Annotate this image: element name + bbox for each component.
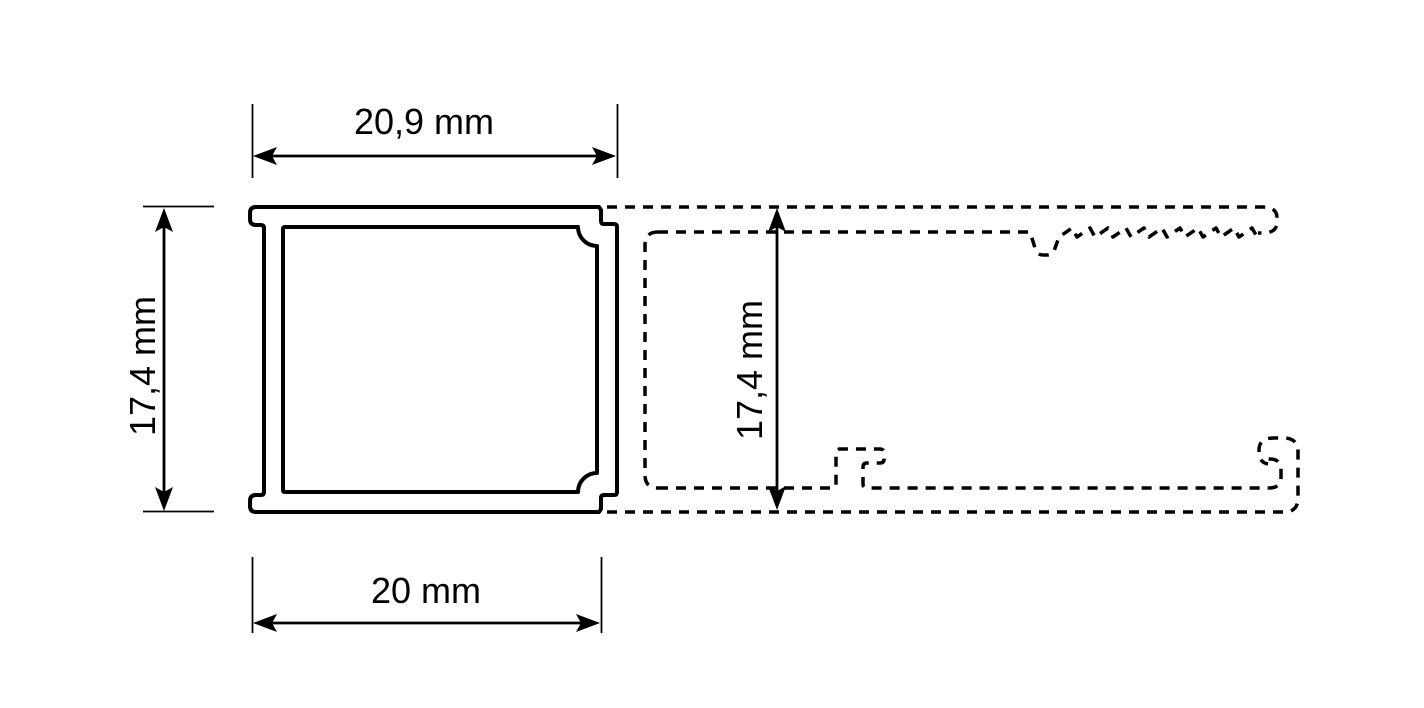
arrowhead-left [253,614,277,632]
cover-bottom-inner-edge-with-clip [658,447,1283,490]
arrowhead-down [768,486,786,510]
solid-profile-inner-cavity [281,225,599,494]
dimension-label-left-height: 17,4 mm [122,296,163,436]
dimension-bottom-width: 20 mm [251,557,603,633]
dimension-top-width: 20,9 mm [251,101,619,178]
cover-top-inner-edge-serrated [658,226,1258,257]
arrowhead-left [253,147,277,165]
dimension-inner-height: 17,4 mm [729,208,786,510]
arrowhead-up [768,208,786,232]
cover-bottom-outer-edge-with-hook [607,436,1300,514]
solid-profile-outer-contour [248,205,619,514]
arrowhead-up [155,208,173,232]
dimension-left-height: 17,4 mm [122,205,214,513]
solid-profile [248,205,619,514]
arrowhead-down [155,487,173,511]
arrowhead-right [592,147,616,165]
dimension-label-top-width: 20,9 mm [354,101,494,142]
dimension-label-bottom-width: 20 mm [371,570,481,611]
arrowhead-right [576,614,600,632]
dimension-label-inner-height: 17,4 mm [729,300,770,440]
dashed-cover-profile [607,205,1300,514]
cover-left-inner-edge [643,230,659,490]
